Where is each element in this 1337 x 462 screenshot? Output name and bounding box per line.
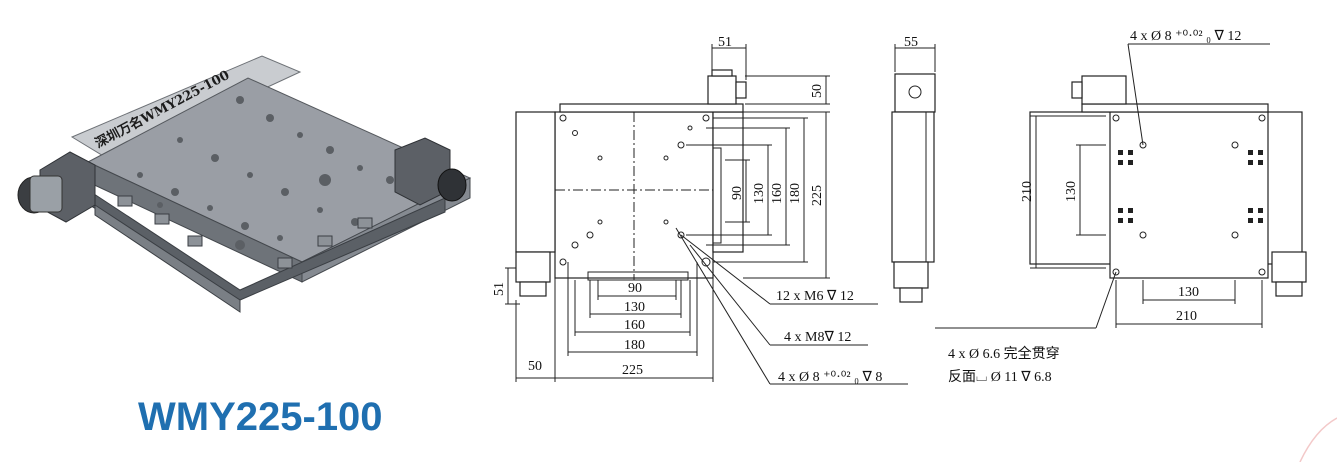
callout-counterbore: 反面⌴ Ø 11 ∇ 6.8 — [948, 369, 1052, 385]
dim-back-bottom-210: 210 — [1176, 309, 1197, 324]
dim-bottom-50: 50 — [528, 359, 542, 374]
dim-bottom-130: 130 — [624, 300, 645, 315]
side-view: 55 — [891, 35, 936, 303]
back-view: 210 130 130 210 — [935, 43, 1307, 329]
leader-lines — [675, 227, 908, 385]
dim-right-90: 90 — [730, 186, 745, 200]
dim-top-51: 51 — [718, 35, 732, 50]
dim-right-50: 50 — [810, 84, 825, 98]
callout-through: 4 x Ø 6.6 完全贯穿 — [948, 345, 1060, 362]
dim-right-160: 160 — [770, 183, 785, 204]
callout-m8: 4 x M8∇ 12 — [784, 330, 851, 345]
dim-side-55: 55 — [904, 35, 918, 50]
dim-left-51: 51 — [492, 282, 507, 296]
dim-bottom-90: 90 — [628, 281, 642, 296]
callout-top-right: 4 x Ø 8 ⁺⁰·⁰² ₀ ∇ 12 — [1130, 29, 1241, 44]
product-render: 深圳万名WMY225-100 — [17, 55, 472, 313]
dim-bottom-180: 180 — [624, 338, 645, 353]
model-label: WMY225-100 — [138, 395, 383, 439]
dim-right-180: 180 — [788, 183, 803, 204]
callout-m6: 12 x M6 ∇ 12 — [776, 289, 854, 304]
dim-right-225: 225 — [810, 185, 825, 206]
dim-right-130: 130 — [752, 183, 767, 204]
front-view: 50 90 130 160 180 225 51 90 130 160 180 … — [492, 35, 830, 382]
corner-arc-decoration — [1299, 417, 1337, 462]
dim-bottom-225: 225 — [622, 363, 643, 378]
dim-back-130: 130 — [1064, 181, 1079, 202]
dim-back-bottom-130: 130 — [1178, 285, 1199, 300]
dim-back-210: 210 — [1020, 181, 1035, 202]
dim-bottom-160: 160 — [624, 318, 645, 333]
callout-pin-holes: 4 x Ø 8 ⁺⁰·⁰² ₀ ∇ 8 — [778, 370, 882, 385]
